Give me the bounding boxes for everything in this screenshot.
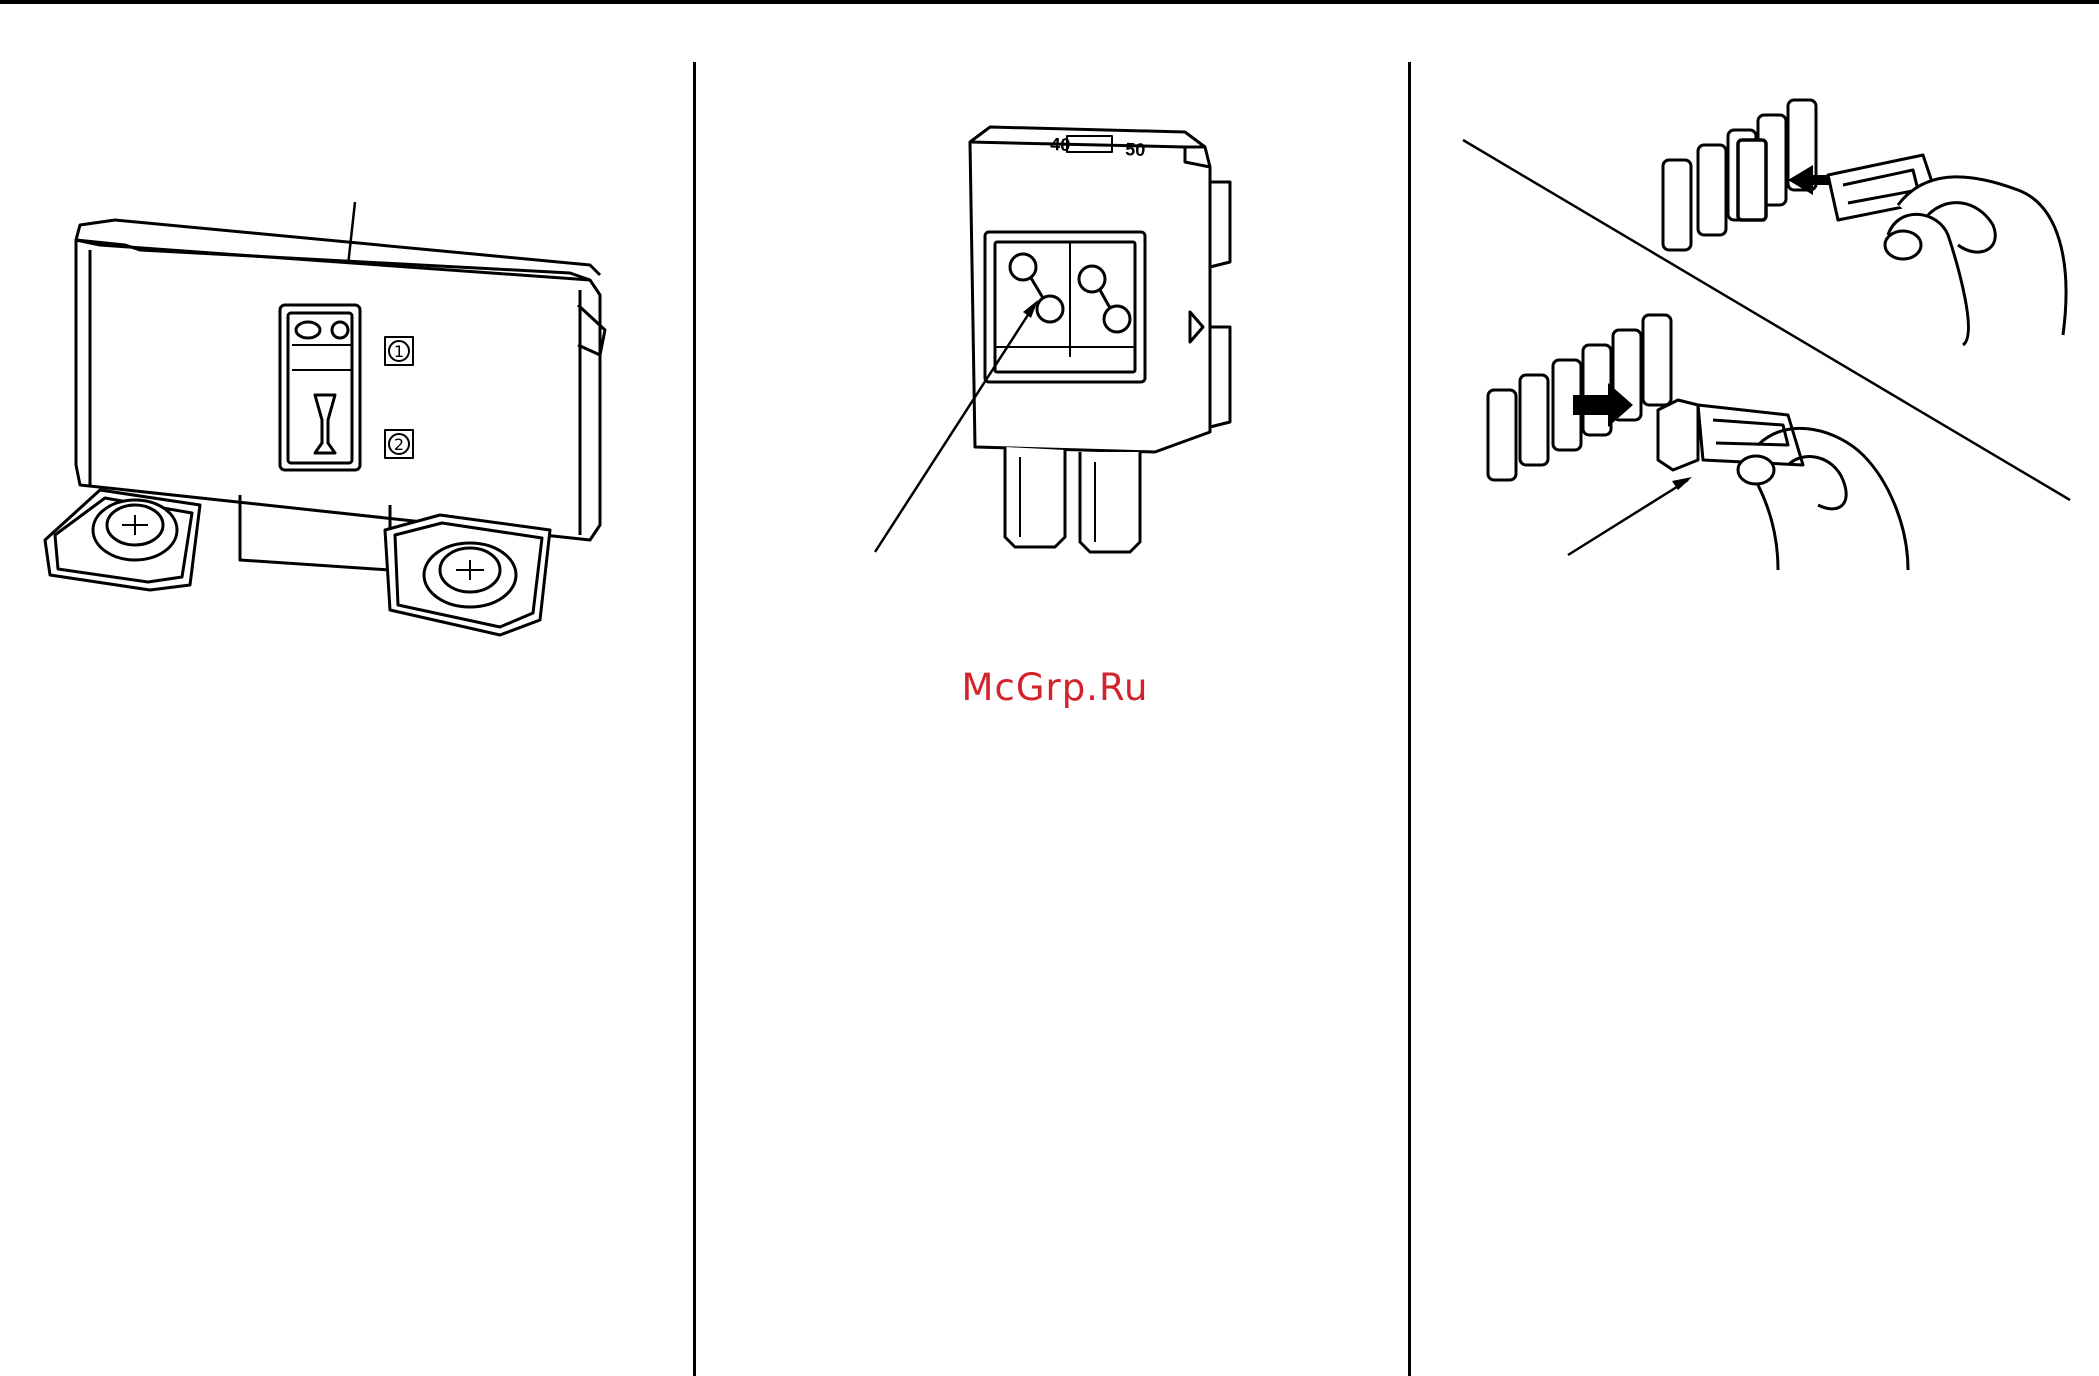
leader-line xyxy=(1568,480,1688,555)
callout-1: 1 xyxy=(394,342,404,361)
fuse-rating-label-right: 50 xyxy=(1125,139,1146,160)
callout-2: 2 xyxy=(394,435,404,454)
fuse-box-illustration: 1 2 xyxy=(30,195,630,655)
upper-hand-with-puller xyxy=(1828,155,2066,345)
watermark-text: McGrp.Ru xyxy=(950,666,1160,709)
lower-fuse-row xyxy=(1488,315,1671,480)
column-divider-left xyxy=(693,62,696,1376)
fuse-puller-illustration xyxy=(1458,85,2078,585)
upper-fuse-row xyxy=(1663,100,1833,250)
fuse-illustration: 40 50 xyxy=(855,122,1335,572)
column-divider-right xyxy=(1408,62,1411,1376)
top-rule xyxy=(0,0,2099,4)
lower-hand-with-puller xyxy=(1658,400,1908,570)
